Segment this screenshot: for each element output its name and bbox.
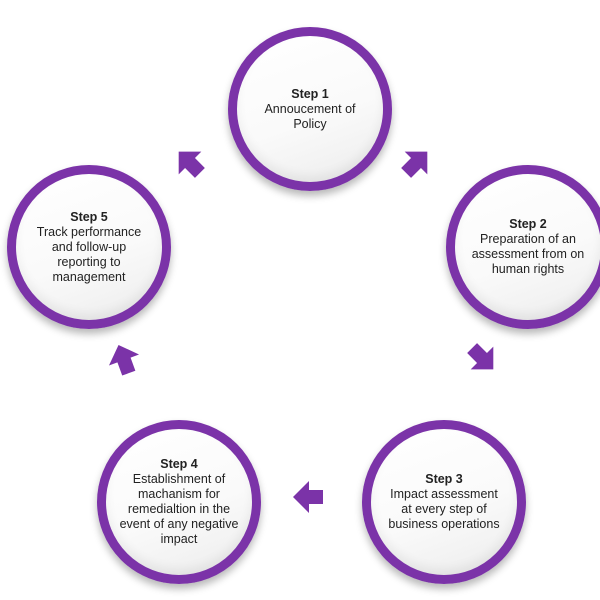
step-2-title: Step 2 — [509, 217, 547, 231]
step-4-node: Step 4 Establishment of machanism for re… — [97, 420, 261, 584]
arrow-up-icon — [388, 135, 445, 192]
arrow-up-icon — [289, 477, 329, 517]
arrow-up-icon — [454, 330, 511, 387]
arrow-up-icon — [98, 334, 149, 385]
arrow-up-icon — [162, 135, 219, 192]
step-3-text: Impact assessment at every step of busin… — [388, 487, 500, 531]
step-4-title: Step 4 — [160, 457, 198, 471]
step-3-node: Step 3 Impact assessment at every step o… — [362, 420, 526, 584]
step-2-text: Preparation of an assessment from on hum… — [471, 232, 585, 276]
step-2-node: Step 2 Preparation of an assessment from… — [446, 165, 600, 329]
step-3-title: Step 3 — [425, 472, 463, 486]
step-1-text: Annoucement of Policy — [264, 101, 356, 131]
step-1-title: Step 1 — [291, 86, 329, 101]
step-5-node: Step 5 Track performance and follow-up r… — [7, 165, 171, 329]
step-1-node: Step 1 Annoucement of Policy — [228, 27, 392, 191]
step-5-text: Track performance and follow-up reportin… — [36, 224, 142, 284]
step-4-text: Establishment of machanism for remedialt… — [119, 472, 239, 546]
step-5-title: Step 5 — [70, 209, 108, 224]
